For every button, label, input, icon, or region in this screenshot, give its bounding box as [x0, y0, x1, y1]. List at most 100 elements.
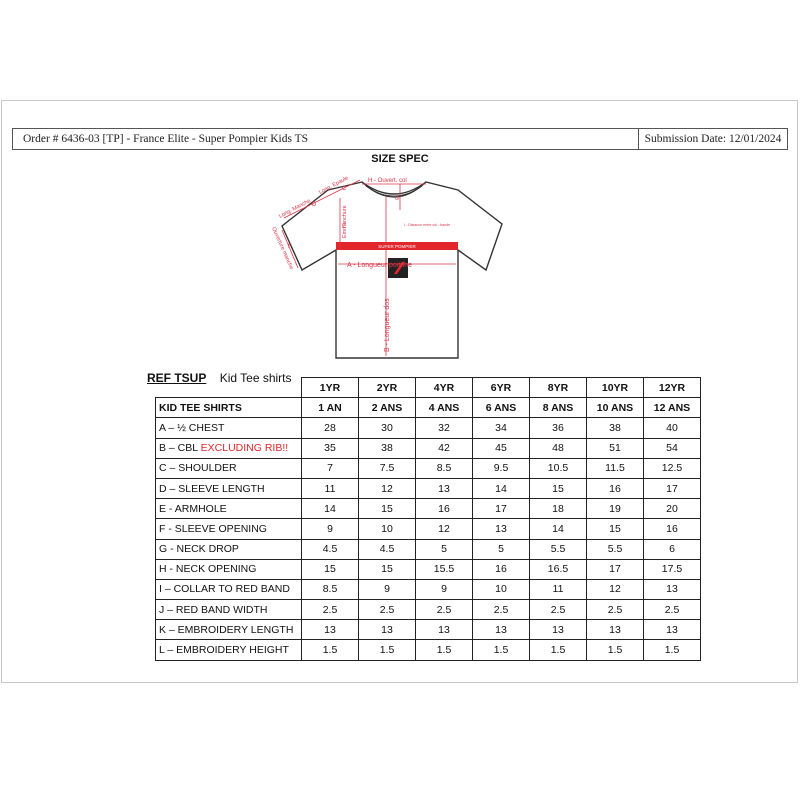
value-cell: 16 — [415, 498, 473, 520]
value-cell: 14 — [529, 518, 587, 540]
size-fr-cell: 10 ANS — [586, 397, 644, 419]
size-fr-cell: 12 ANS — [643, 397, 701, 419]
value-cell: 54 — [643, 437, 701, 459]
blank-cell — [156, 378, 302, 398]
size-spec-title: SIZE SPEC — [371, 153, 429, 165]
value-cell: 17 — [643, 477, 701, 500]
value-cell: 45 — [472, 437, 530, 459]
label-d: D — [312, 202, 317, 208]
value-cell: 12 — [358, 477, 416, 500]
measure-label-cell: D – SLEEVE LENGTH — [155, 477, 302, 500]
value-cell: 5 — [472, 538, 530, 560]
value-cell: 4.5 — [301, 538, 359, 560]
value-cell: 11.5 — [586, 457, 644, 479]
collar-inner-outline — [365, 185, 423, 197]
value-cell: 13 — [586, 619, 644, 641]
value-cell: 2.5 — [529, 599, 587, 621]
measure-label-cell: H - NECK OPENING — [155, 558, 302, 580]
measure-label-cell: I – COLLAR TO RED BAND — [155, 578, 302, 601]
value-cell: 2.5 — [301, 599, 359, 621]
label-b: B - Longueur dos — [384, 298, 391, 352]
measure-label-cell: B – CBL EXCLUDING RIB!! — [155, 437, 302, 459]
value-cell: 13 — [472, 619, 530, 641]
value-cell: 1.5 — [301, 639, 359, 661]
value-cell: 1.5 — [415, 639, 473, 661]
page-frame — [1, 100, 798, 683]
label-f: F — [288, 244, 292, 250]
size-fr-cell: 8 ANS — [529, 397, 587, 419]
value-cell: 12 — [586, 578, 644, 601]
value-cell: 16 — [643, 518, 701, 540]
measure-label: E - ARMHOLE — [159, 502, 227, 515]
value-cell: 9 — [301, 518, 359, 540]
measure-label: G - NECK DROP — [159, 543, 239, 556]
measure-label: A – ½ CHEST — [159, 421, 225, 434]
value-cell: 34 — [472, 417, 530, 439]
value-cell: 2.5 — [472, 599, 530, 621]
value-cell: 17 — [472, 498, 530, 520]
measure-label: D – SLEEVE LENGTH — [159, 482, 265, 495]
value-cell: 13 — [415, 477, 473, 500]
size-yr-cell: 2YR — [358, 376, 416, 399]
value-cell: 2.5 — [586, 599, 644, 621]
measure-label-cell: J – RED BAND WIDTH — [155, 599, 302, 621]
label-ouvert-col: H - Ouvert. col — [368, 178, 407, 184]
value-cell: 16 — [586, 477, 644, 500]
order-title: Order # 6436-03 [TP] - France Elite - Su… — [13, 129, 639, 149]
value-cell: 36 — [529, 417, 587, 439]
value-cell: 8.5 — [415, 457, 473, 479]
value-cell: 10 — [358, 518, 416, 540]
value-cell: 7.5 — [358, 457, 416, 479]
ref-code: REF TSUP — [147, 371, 207, 385]
value-cell: 16.5 — [529, 558, 587, 580]
size-yr-cell: 8YR — [529, 376, 587, 399]
size-spec-table: 1YR 2YR 4YR 6YR 8YR 10YR 12YR KID TEE SH… — [155, 376, 701, 661]
measure-label-cell: K – EMBROIDERY LENGTH — [155, 619, 302, 641]
value-cell: 5 — [415, 538, 473, 560]
measure-label: F - SLEEVE OPENING — [159, 522, 267, 535]
value-cell: 2.5 — [415, 599, 473, 621]
sleeve-length-line — [283, 179, 361, 219]
label-emmanchure: Emmanchure — [342, 205, 348, 238]
measure-label-cell: C – SHOULDER — [155, 457, 302, 479]
measure-label-note: EXCLUDING RIB!! — [200, 442, 289, 455]
size-fr-cell: 2 ANS — [358, 397, 416, 419]
value-cell: 15 — [358, 498, 416, 520]
value-cell: 19 — [586, 498, 644, 520]
value-cell: 14 — [301, 498, 359, 520]
size-yr-cell: 4YR — [415, 376, 473, 399]
value-cell: 13 — [643, 619, 701, 641]
measure-label: J – RED BAND WIDTH — [159, 603, 268, 616]
measure-label: H - NECK OPENING — [159, 563, 257, 576]
tshirt-diagram: SUPER POMPIER A - Longueur poitrine B - … — [270, 175, 503, 359]
value-cell: 15 — [301, 558, 359, 580]
logo-stripe — [394, 262, 405, 274]
value-cell: 28 — [301, 417, 359, 439]
value-cell: 13 — [529, 619, 587, 641]
value-cell: 15 — [529, 477, 587, 500]
label-g: G — [395, 196, 399, 202]
value-cell: 13 — [643, 578, 701, 601]
value-cell: 1.5 — [472, 639, 530, 661]
value-cell: 1.5 — [358, 639, 416, 661]
document-header: Order # 6436-03 [TP] - France Elite - Su… — [12, 128, 788, 150]
measure-label: B – CBL — [159, 442, 201, 455]
measure-label-cell: A – ½ CHEST — [155, 417, 302, 439]
value-cell: 13 — [301, 619, 359, 641]
value-cell: 1.5 — [643, 639, 701, 661]
measure-label-cell: E - ARMHOLE — [155, 498, 302, 520]
size-yr-row: 1YR 2YR 4YR 6YR 8YR 10YR 12YR — [156, 376, 701, 399]
size-fr-cell: 4 ANS — [415, 397, 473, 419]
value-cell: 35 — [301, 437, 359, 459]
label-c: C — [342, 186, 347, 192]
value-cell: 14 — [472, 477, 530, 500]
value-cell: 9.5 — [472, 457, 530, 479]
size-yr-cell: 6YR — [472, 376, 530, 399]
value-cell: 2.5 — [643, 599, 701, 621]
